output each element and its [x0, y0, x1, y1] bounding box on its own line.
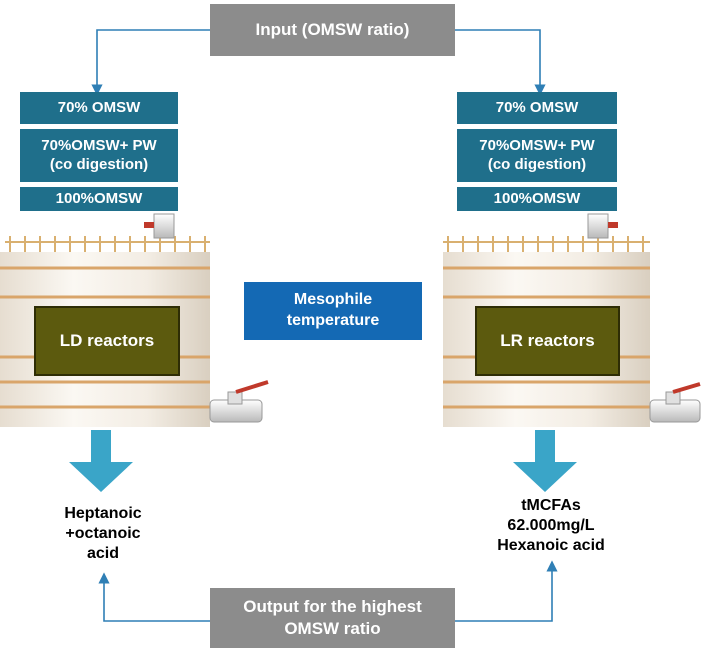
input-connector-right: [455, 29, 546, 96]
right-down-arrow: [513, 430, 577, 492]
right-reactor-label: LR reactors: [475, 306, 620, 376]
left-result: Heptanoic +octanoic acid: [64, 505, 142, 562]
right-ratio-1: 70% OMSW: [457, 92, 617, 124]
temperature-label: Mesophile temperature: [286, 291, 380, 329]
right-ratio-2: 70%OMSW+ PW (co digestion): [457, 129, 617, 182]
input-connector-left: [91, 29, 210, 96]
input-box: Input (OMSW ratio): [210, 4, 455, 56]
left-reactor-label: LD reactors: [34, 306, 180, 376]
right-result: tMCFAs 62.000mg/L Hexanoic acid: [497, 497, 605, 554]
right-ratio-2-label: 70%OMSW+ PW (co digestion): [479, 136, 595, 173]
right-reactor-text: LR reactors: [500, 331, 595, 350]
left-ratio-3-label: 100%OMSW: [55, 189, 143, 207]
right-ratio-3-label: 100%OMSW: [493, 189, 581, 207]
left-ratio-2: 70%OMSW+ PW (co digestion): [20, 129, 178, 182]
left-ratio-2-label: 70%OMSW+ PW (co digestion): [41, 136, 157, 173]
left-ratio-1-label: 70% OMSW: [57, 98, 141, 116]
right-ratio-3: 100%OMSW: [457, 187, 617, 211]
output-label: Output for the highest OMSW ratio: [243, 596, 422, 638]
output-box: Output for the highest OMSW ratio: [210, 588, 455, 648]
output-connector-right: [455, 560, 558, 622]
right-ratio-1-label: 70% OMSW: [495, 98, 579, 116]
left-ratio-3: 100%OMSW: [20, 187, 178, 211]
left-ratio-1: 70% OMSW: [20, 92, 178, 124]
input-label: Input (OMSW ratio): [255, 19, 410, 39]
left-reactor-text: LD reactors: [59, 331, 155, 350]
left-down-arrow: [69, 430, 133, 492]
output-connector-left: [98, 572, 210, 622]
temperature-box: Mesophile temperature: [244, 282, 422, 340]
